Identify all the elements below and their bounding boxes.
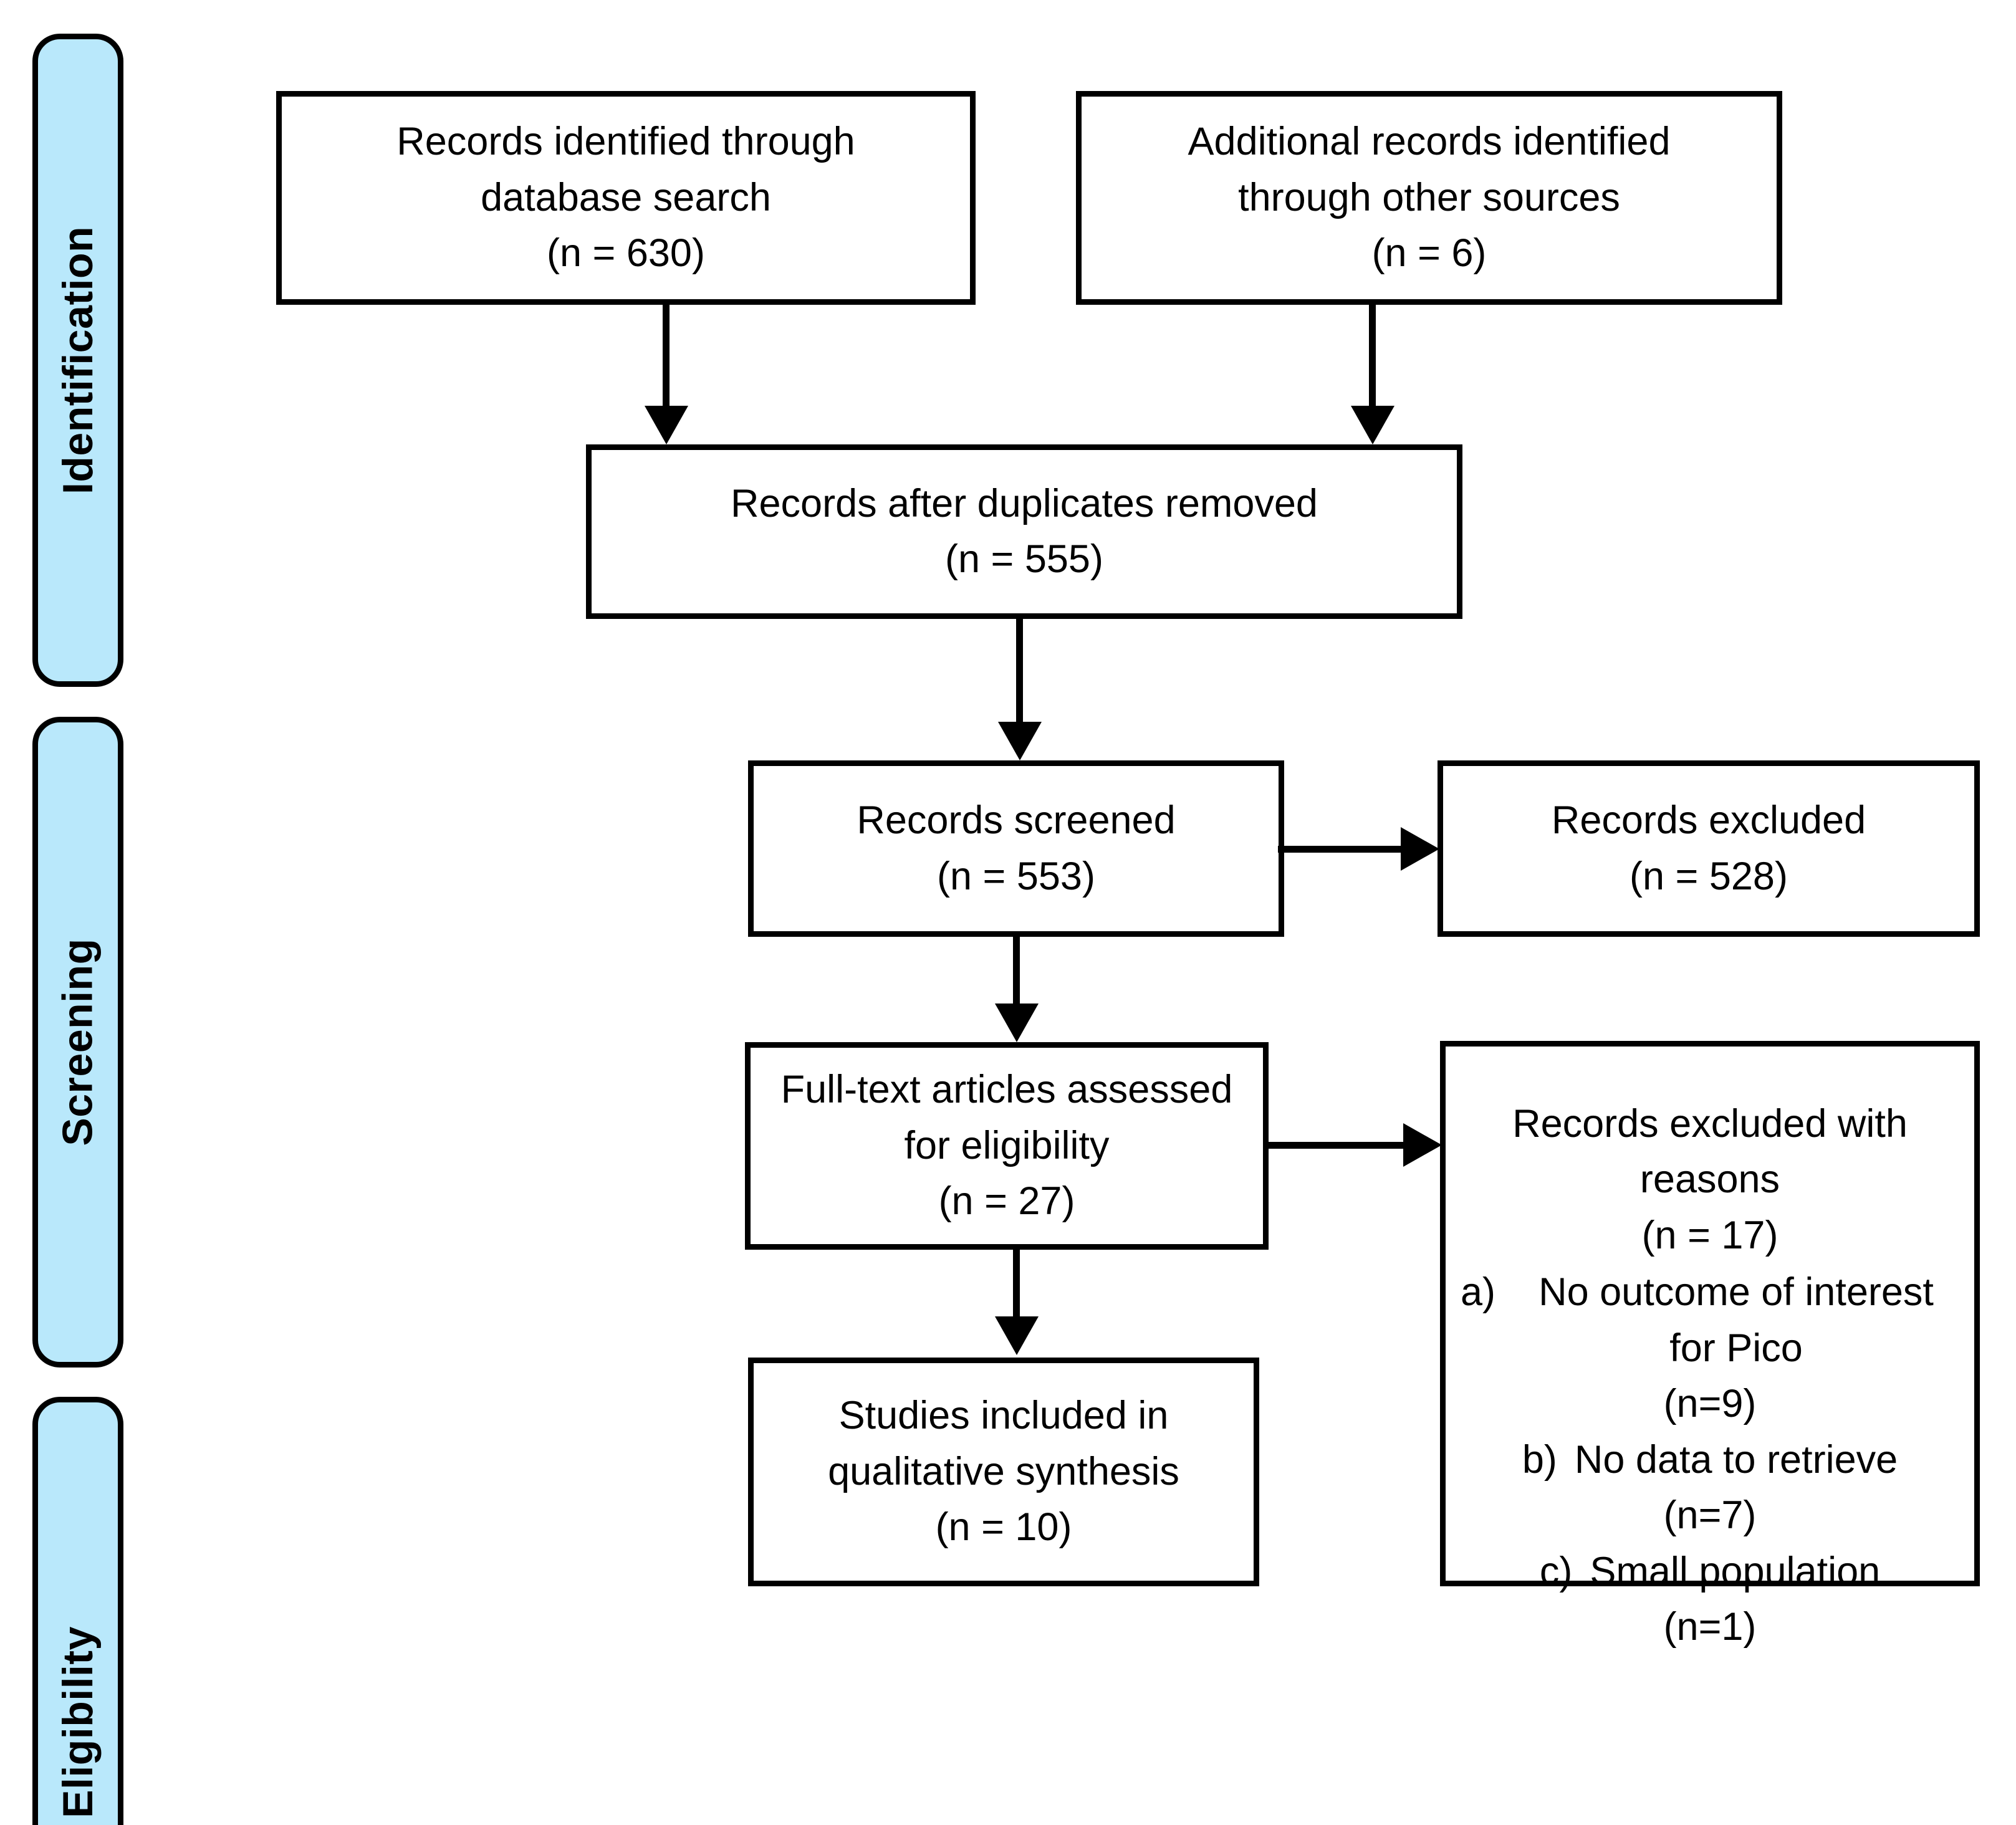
box-additional-records-other-sources: Additional records identified through ot… <box>1076 91 1782 305</box>
box-excluded-count: (n = 528) <box>1630 854 1788 898</box>
arrowhead-duplicates-to-screened <box>998 722 1042 760</box>
box-included-line1: Studies included in <box>838 1394 1169 1438</box>
arrowhead-db-search-to-duplicates <box>645 406 688 444</box>
box-fulltext-line2: for eligibility <box>904 1123 1110 1167</box>
arrowhead-screened-to-excluded <box>1401 827 1439 871</box>
stage-label-eligibility: Eligibility <box>32 1397 123 1825</box>
box-fulltext-count: (n = 27) <box>938 1179 1075 1224</box>
box-records-after-duplicates-removed: Records after duplicates removed (n = 55… <box>586 444 1462 619</box>
arrowhead-other-sources-to-duplicates <box>1351 406 1394 444</box>
reason-count-a: (n=9) <box>1663 1382 1757 1426</box>
connector-fulltext-to-included <box>1013 1250 1020 1318</box>
box-records-excluded-with-reasons: Records excluded with reasons (n = 17) a… <box>1440 1041 1980 1649</box>
reason-marker-b: b) <box>1522 1437 1557 1482</box>
reason-text-a: No outcome of interest for Pico <box>1538 1270 1934 1370</box>
box-db-search-count: (n = 630) <box>547 231 705 275</box>
reason-marker-a: a) <box>1461 1270 1496 1315</box>
box-reasons-line1: Records excluded with <box>1512 1102 1908 1146</box>
box-included-line2: qualitative synthesis <box>828 1449 1179 1493</box>
box-screened-count: (n = 553) <box>937 854 1095 898</box>
reason-item: a) No outcome of interest for Pico <box>1461 1265 1959 1376</box>
box-fulltext-line1: Full-text articles assessed <box>780 1068 1233 1112</box>
reason-item: b) No data to retrieve <box>1461 1432 1959 1488</box>
reason-item: c) Small population <box>1461 1544 1959 1599</box>
stage-label-screening: Screening <box>32 717 123 1368</box>
box-after-duplicates-line1: Records after duplicates removed <box>731 481 1318 525</box>
connector-db-search-to-duplicates <box>663 305 670 407</box>
reason-marker-c: c) <box>1539 1549 1573 1593</box>
box-studies-included-qualitative-synthesis: Studies included in qualitative synthesi… <box>748 1358 1259 1586</box>
reason-text-b: No data to retrieve <box>1574 1437 1898 1482</box>
box-fulltext-articles-assessed: Full-text articles assessed for eligibil… <box>745 1042 1269 1250</box>
box-after-duplicates-count: (n = 555) <box>945 537 1103 581</box>
reason-text-c: Small population <box>1590 1549 1881 1593</box>
box-reasons-line2: reasons <box>1639 1157 1780 1202</box>
box-records-excluded: Records excluded (n = 528) <box>1438 760 1980 937</box>
connector-fulltext-to-reasons <box>1263 1142 1406 1149</box>
stage-label-screening-text: Screening <box>54 938 102 1146</box>
reason-count-b: (n=7) <box>1663 1493 1757 1538</box>
connector-screened-to-excluded <box>1278 846 1404 853</box>
arrowhead-fulltext-to-reasons <box>1403 1123 1442 1167</box>
box-db-search-line2: database search <box>481 175 771 219</box>
excluded-reasons-list: a) No outcome of interest for Pico (n=9)… <box>1461 1265 1959 1655</box>
stage-label-eligibility-text: Eligibility <box>54 1626 102 1818</box>
box-other-sources-line2: through other sources <box>1238 175 1620 219</box>
stage-label-identification-text: Identification <box>54 226 102 495</box>
box-reasons-count: (n = 17) <box>1641 1213 1778 1257</box>
connector-screened-to-fulltext <box>1013 937 1020 1005</box>
box-records-screened: Records screened (n = 553) <box>748 760 1284 937</box>
stage-label-identification: Identification <box>32 34 123 687</box>
connector-duplicates-to-screened <box>1016 619 1023 723</box>
arrowhead-screened-to-fulltext <box>995 1004 1039 1042</box>
connector-other-sources-to-duplicates <box>1369 305 1376 407</box>
box-included-count: (n = 10) <box>935 1505 1072 1550</box>
reason-count-c: (n=1) <box>1663 1605 1757 1649</box>
arrowhead-fulltext-to-included <box>995 1316 1039 1355</box>
box-screened-line1: Records screened <box>857 798 1176 843</box>
box-db-search-line1: Records identified through <box>396 120 855 164</box>
box-other-sources-count: (n = 6) <box>1371 231 1487 275</box>
box-records-identified-database: Records identified through database sear… <box>276 91 976 305</box>
box-excluded-line1: Records excluded <box>1551 798 1866 843</box>
box-other-sources-line1: Additional records identified <box>1188 120 1671 164</box>
